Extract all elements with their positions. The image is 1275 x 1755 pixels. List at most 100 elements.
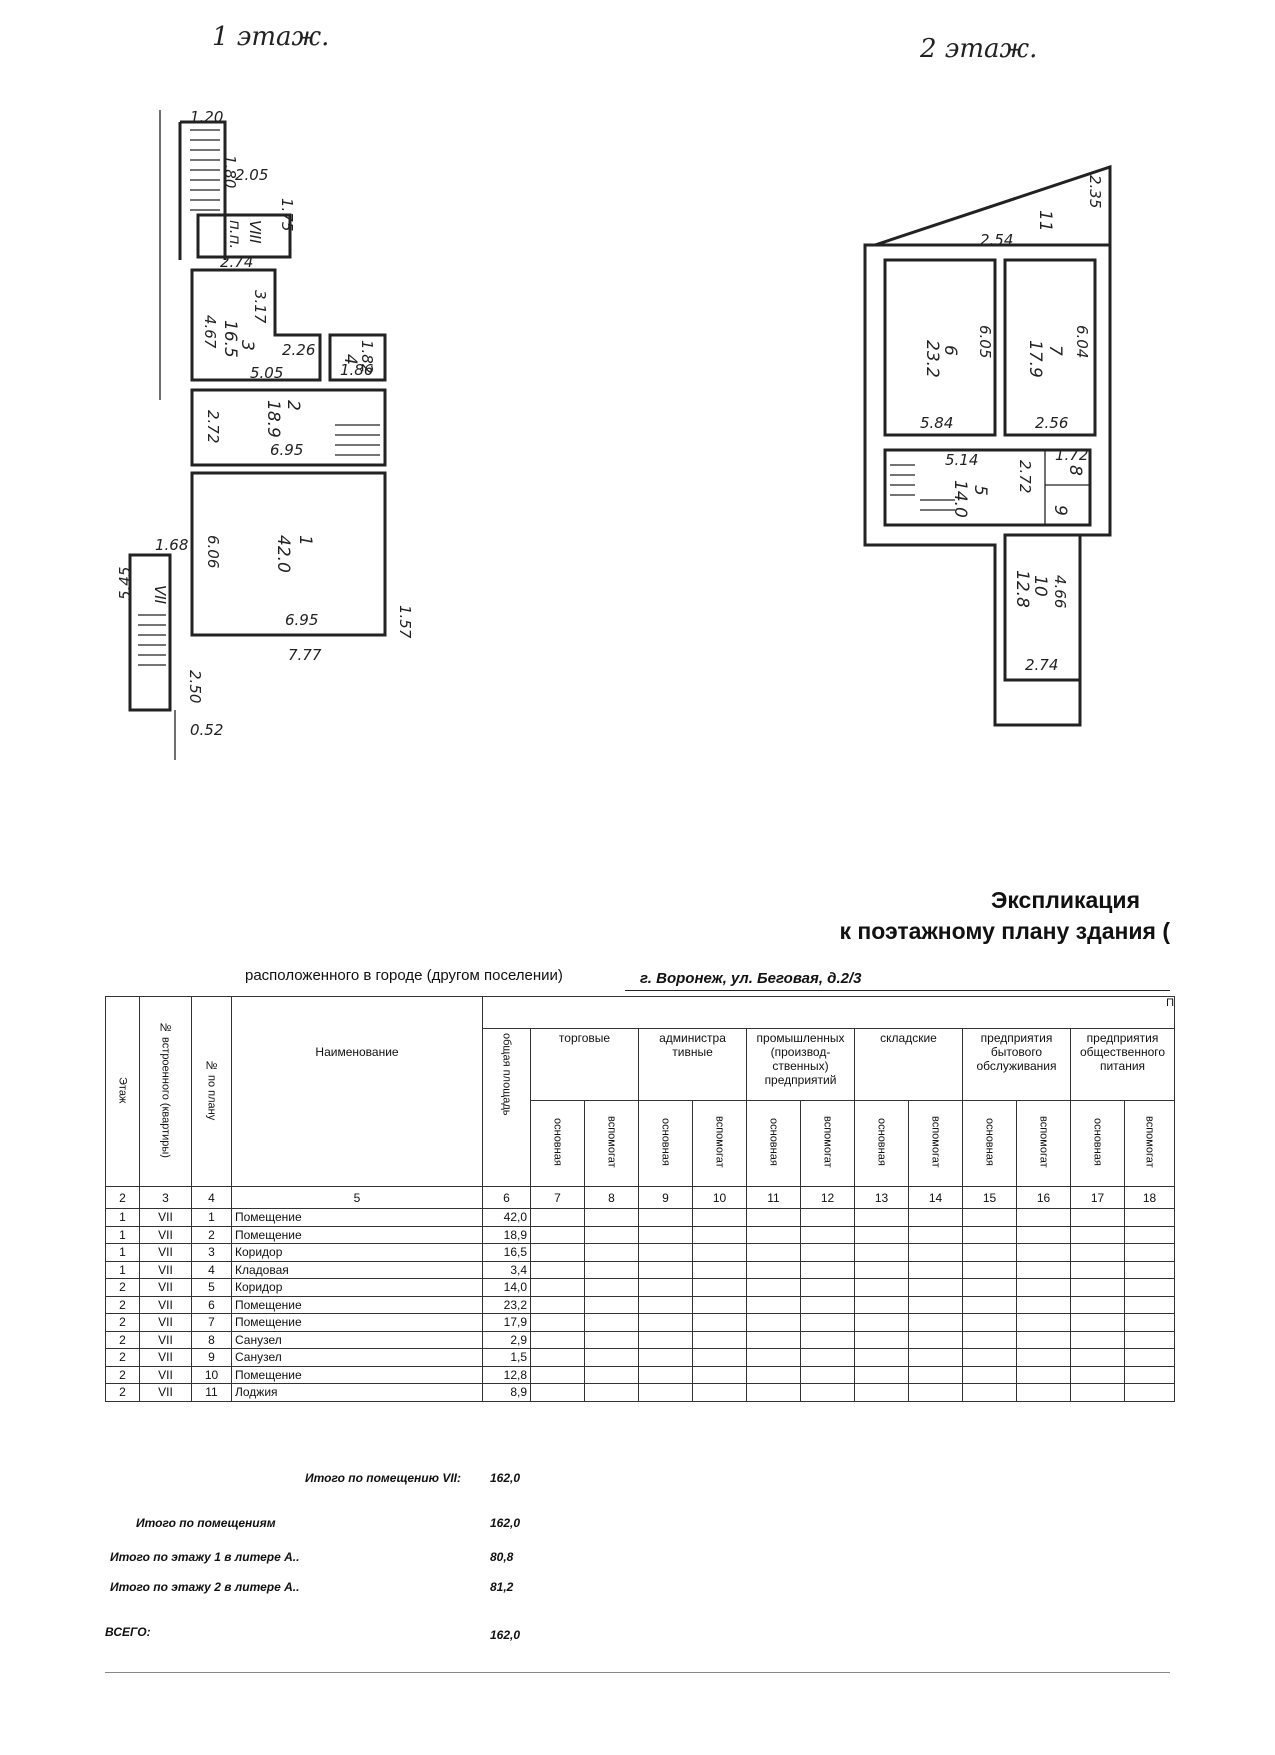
cell-no: 10	[191, 1365, 232, 1384]
document-subtitle: к поэтажному плану здания (	[839, 918, 1170, 944]
cell-no: 2	[191, 1225, 232, 1244]
cell-area: 14,0	[482, 1278, 531, 1297]
col-total-area-header: общая площадь	[482, 1028, 531, 1187]
plan2-label-21: 2.74	[1025, 656, 1058, 674]
plan1-label-21: 42.0	[273, 535, 293, 573]
plan2-label-8: 6.04	[1073, 325, 1091, 358]
floor2-plan-drawing: 11 2.35 2.54 6 23.2 6.05 7 17.9 6.04 5.8…	[863, 164, 1112, 727]
bottom-divider	[105, 1672, 1170, 1673]
col-number: 11	[746, 1186, 801, 1209]
col-number: 3	[139, 1186, 192, 1209]
cell-floor: 2	[105, 1383, 140, 1402]
address: г. Воронеж, ул. Беговая, д.2/3	[640, 970, 862, 987]
location-label: расположенного в городе (другом поселени…	[245, 967, 563, 984]
cell-no: 8	[191, 1330, 232, 1349]
col-number: 15	[962, 1186, 1017, 1209]
cell-floor: 1	[105, 1208, 140, 1227]
grand-total-value: 162,0	[490, 1628, 521, 1642]
column-numbers-row: 2 3 4 5 6 7 8 9 10 11 12 13 14 15 16 17 …	[105, 1186, 1175, 1209]
plan2-label-18: 10	[1030, 575, 1050, 597]
cell-no: 1	[191, 1208, 232, 1227]
cell-floor: 2	[105, 1295, 140, 1314]
plan1-label-9: 16.5	[220, 320, 240, 358]
sub-main: основная	[746, 1100, 801, 1187]
cell-area: 42,0	[482, 1208, 531, 1227]
group-admin: администра тивные	[638, 1028, 747, 1101]
col-number: 4	[191, 1186, 232, 1209]
cell-area: 12,8	[482, 1365, 531, 1384]
col-number: 6	[482, 1186, 531, 1209]
cell-floor: 2	[105, 1330, 140, 1349]
plan1-label-23: 6.95	[285, 611, 318, 629]
plan2-label-13: 14.0	[950, 480, 970, 518]
cell-floor: 2	[105, 1278, 140, 1297]
cell-unit: VII	[139, 1295, 192, 1314]
explication-table: Этаж № встроенного (квартиры) № по плану…	[105, 996, 1175, 1402]
plan2-label-9: 5.84	[920, 414, 953, 432]
cell-unit: VII	[139, 1225, 192, 1244]
plan2-label-2: 2.54	[980, 231, 1013, 249]
plan1-label-27: VII	[151, 585, 169, 605]
cell-name: Помещение	[231, 1225, 483, 1244]
plan1-label-4: VIII	[246, 220, 264, 244]
plan1-label-20: 1	[295, 535, 315, 546]
cell-name: Помещение	[231, 1365, 483, 1384]
plan1-label-24: 7.77	[288, 646, 322, 664]
plan1-label-8: 3	[237, 340, 257, 351]
plan2-label-15: 8	[1065, 465, 1085, 476]
col-number: 17	[1070, 1186, 1125, 1209]
floor1-plan: 1.20 1.80 2.05 1.75 VIII п.п. 2.74 3.17 …	[116, 108, 490, 830]
plan2-label-10: 2.56	[1035, 414, 1068, 432]
plan1-label-22: 6.06	[204, 535, 222, 568]
cell-unit: VII	[139, 1365, 192, 1384]
floor1-heading: 1 этаж.	[212, 22, 330, 52]
cell-no: 9	[191, 1348, 232, 1367]
plan2-label-3: 6	[940, 345, 960, 356]
plan2-label-17: 9	[1050, 505, 1070, 516]
col-number: 8	[584, 1186, 639, 1209]
grand-total-label: ВСЕГО:	[105, 1625, 151, 1639]
plan2-label-1: 2.35	[1086, 175, 1104, 208]
plan1-label-13: 4	[340, 354, 360, 365]
total-floor2-value: 81,2	[490, 1580, 514, 1594]
plan1-label-14: 1.86	[340, 361, 373, 379]
total-floor1-value: 80,8	[490, 1550, 514, 1564]
col-number: 7	[530, 1186, 585, 1209]
cell-floor: 2	[105, 1348, 140, 1367]
cell-area: 23,2	[482, 1295, 531, 1314]
sub-main: основная	[854, 1100, 909, 1187]
cell-unit: VII	[139, 1260, 192, 1279]
col-number: 2	[105, 1186, 140, 1209]
cell-area: 3,4	[482, 1260, 531, 1279]
plan1-label-11: 2.26	[282, 341, 315, 359]
plan1-label-12: 1.82	[358, 340, 376, 373]
group-industrial: промышленных (производ- ственных) предпр…	[746, 1028, 855, 1101]
cell-unit: VII	[139, 1243, 192, 1262]
sub-aux: вспомогат	[800, 1100, 855, 1187]
group-catering: предприятия общественного питания	[1070, 1028, 1175, 1101]
plan2-label-11: 5.14	[945, 451, 978, 469]
cell-no: 5	[191, 1278, 232, 1297]
cell-name: Кладовая	[231, 1260, 483, 1279]
cell-unit: VII	[139, 1208, 192, 1227]
cell-area: 2,9	[482, 1330, 531, 1349]
group-trade: торговые	[530, 1028, 639, 1101]
plan1-label-18: 2.72	[204, 410, 222, 443]
cell-floor: 1	[105, 1260, 140, 1279]
cell-name: Санузел	[231, 1330, 483, 1349]
plan1-label-30: 0.52	[190, 721, 223, 739]
col-number: 18	[1124, 1186, 1175, 1209]
plan2-label-0: 11	[1035, 210, 1055, 232]
cell-area: 17,9	[482, 1313, 531, 1332]
sub-main: основная	[638, 1100, 693, 1187]
plan1-label-3: 1.75	[278, 198, 296, 231]
floor2-heading: 2 этаж.	[920, 34, 1038, 64]
cell-no: 11	[191, 1383, 232, 1402]
plan1-label-10: 4.67	[201, 315, 219, 349]
total-rooms-value: 162,0	[490, 1516, 521, 1530]
cell-floor: 2	[105, 1313, 140, 1332]
